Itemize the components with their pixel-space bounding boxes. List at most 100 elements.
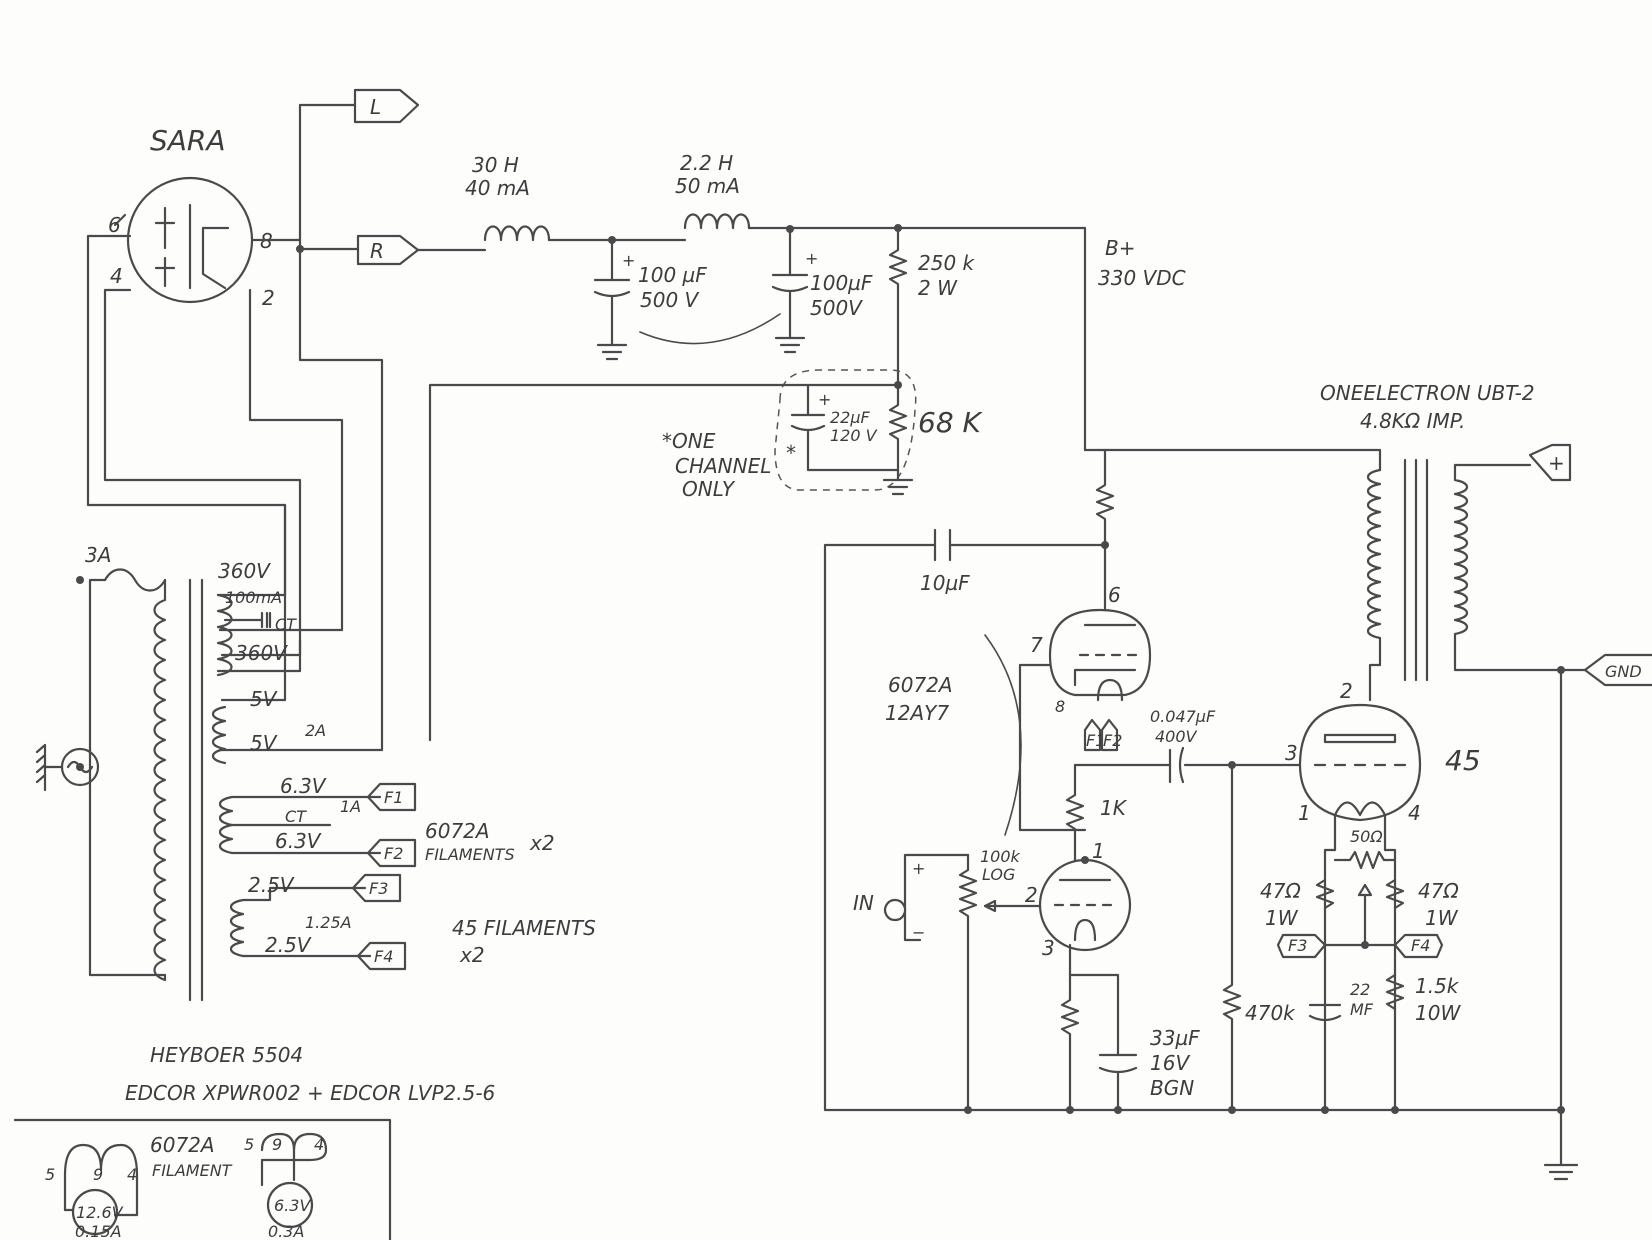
fil-a-tube: 6072A <box>150 1133 215 1157</box>
f12-note-b: FILAMENTS <box>425 845 515 864</box>
p45-name: 45 <box>1445 744 1481 777</box>
bplus-voltage: 330 VDC <box>1098 266 1186 290</box>
output-plus-terminal[interactable] <box>1528 443 1572 482</box>
fb-cap-label: 10µF <box>920 571 970 595</box>
preamp-pin8: 8 <box>1055 697 1065 716</box>
hum-pot[interactable] <box>1333 850 1397 947</box>
cap2-value: 100µF <box>810 271 873 295</box>
lower-pin2: 2 <box>1025 883 1038 907</box>
wire-bplus-to-ot <box>1083 448 1382 472</box>
pot-value: 100k <box>980 847 1021 866</box>
rectifier-tube <box>113 176 254 304</box>
grid-resistor <box>1222 763 1242 1112</box>
fil-a-pin5: 5 <box>45 1165 55 1184</box>
fil-25v-a: 2.5V <box>248 873 295 897</box>
fuse <box>103 568 167 592</box>
svg-text:+: + <box>805 249 818 268</box>
rect-fil-current: 2A <box>305 721 326 740</box>
lower-pin3: 3 <box>1042 936 1055 960</box>
bleeder-value: 250 k <box>918 251 976 275</box>
one-channel-outline <box>774 369 917 491</box>
transformer-model: HEYBOER 5504 <box>150 1043 303 1067</box>
p45-tag-F3[interactable] <box>1276 933 1327 959</box>
fil-b-pin4: 4 <box>314 1135 324 1154</box>
cap1-value: 100 µF <box>638 263 707 287</box>
wire-rect-pin2 <box>218 288 344 632</box>
ot-primary <box>1366 468 1382 702</box>
connector-R[interactable] <box>356 234 420 266</box>
svg-text:+: + <box>622 251 635 270</box>
filament-wiring-b <box>260 1132 328 1229</box>
f34-count: x2 <box>459 943 485 967</box>
preamp-fil-tag-F1[interactable] <box>1083 718 1102 752</box>
tag-F2[interactable] <box>366 838 417 868</box>
r47a-value: 47Ω <box>1260 879 1301 903</box>
filament-box <box>13 1118 392 1240</box>
preamp-pin6: 6 <box>1108 583 1121 607</box>
preamp-fil-tag-F2[interactable] <box>1100 718 1119 752</box>
f12-count: x2 <box>529 831 555 855</box>
r47b-value: 47Ω <box>1418 879 1459 903</box>
preamp-triode-upper <box>1048 608 1152 702</box>
p45-cath-cap-unit: MF <box>1350 1000 1374 1019</box>
p45-F4: F4 <box>1411 936 1430 955</box>
wire-gnd-rail <box>1543 668 1579 1181</box>
preamp-pin7: 7 <box>1030 633 1043 657</box>
hv-winding-2: 360V <box>235 641 288 665</box>
bleeder-resistor <box>888 226 908 387</box>
filter-cap-1 <box>593 238 631 361</box>
p45-pin1: 1 <box>1298 801 1311 825</box>
tag-F3[interactable] <box>351 873 402 903</box>
output-gnd-terminal[interactable] <box>1583 653 1652 687</box>
rectifier-pin-4: 4 <box>110 264 123 288</box>
fil-63v-a: 6.3V <box>280 774 327 798</box>
r47b-power: 1W <box>1425 906 1459 930</box>
fil-a-pin4: 4 <box>127 1165 137 1184</box>
tag-F2-label: F2 <box>384 844 403 863</box>
p45-tag-F4[interactable] <box>1393 933 1444 959</box>
input-label: IN <box>853 891 874 915</box>
power-tube-45 <box>1298 703 1422 822</box>
coupling-value: 0.047µF <box>1150 707 1216 726</box>
feedback-cap <box>933 528 952 562</box>
lower-pin1: 1 <box>1092 839 1105 863</box>
connector-L[interactable] <box>353 88 420 124</box>
fil-b-pin5: 5 <box>244 1135 254 1154</box>
p45-cath-cap-value: 22 <box>1350 980 1370 999</box>
rectifier-pin-6: 6 <box>108 213 121 237</box>
choke1-value: 30 H <box>472 153 519 177</box>
coupling-voltage: 400V <box>1155 727 1198 746</box>
bias-cap <box>790 383 900 472</box>
choke2-value: 2.2 H <box>680 151 733 175</box>
fil-63v-ct: CT <box>285 807 307 826</box>
cath-cap-value: 33µF <box>1150 1026 1200 1050</box>
wire-bias-feed <box>428 383 900 742</box>
wire-feedback-top <box>823 543 1563 1112</box>
tag-F1[interactable] <box>366 782 417 812</box>
preamp-tube-b: 12AY7 <box>885 701 949 725</box>
tag-F4[interactable] <box>356 941 407 971</box>
svg-text:−: − <box>912 923 925 942</box>
p45-pin3: 3 <box>1285 741 1298 765</box>
input-jack[interactable] <box>883 853 942 942</box>
tag-F3-label: F3 <box>369 879 388 898</box>
wire-rect-pin4 <box>103 288 302 657</box>
coupling-cap <box>1168 746 1185 784</box>
tag-F1-label: F1 <box>384 788 403 807</box>
choke-2 <box>683 213 751 230</box>
hv-ct: CT <box>275 615 297 634</box>
cath-cap-brand: BGN <box>1150 1076 1194 1100</box>
fil-a-sub: FILAMENT <box>152 1161 233 1180</box>
bleeder-power: 2 W <box>918 276 958 300</box>
choke-1 <box>483 225 551 242</box>
fil-25v-b: 2.5V <box>265 933 312 957</box>
bias-resistor <box>882 383 914 496</box>
p45-F3: F3 <box>1288 936 1307 955</box>
bplus-label: B+ <box>1105 236 1135 260</box>
cap1-voltage: 500 V <box>640 288 700 312</box>
filter-cap-2 <box>771 227 809 354</box>
wire-supply-top <box>747 226 1087 452</box>
fil-a-current: 0.15A <box>75 1222 122 1240</box>
